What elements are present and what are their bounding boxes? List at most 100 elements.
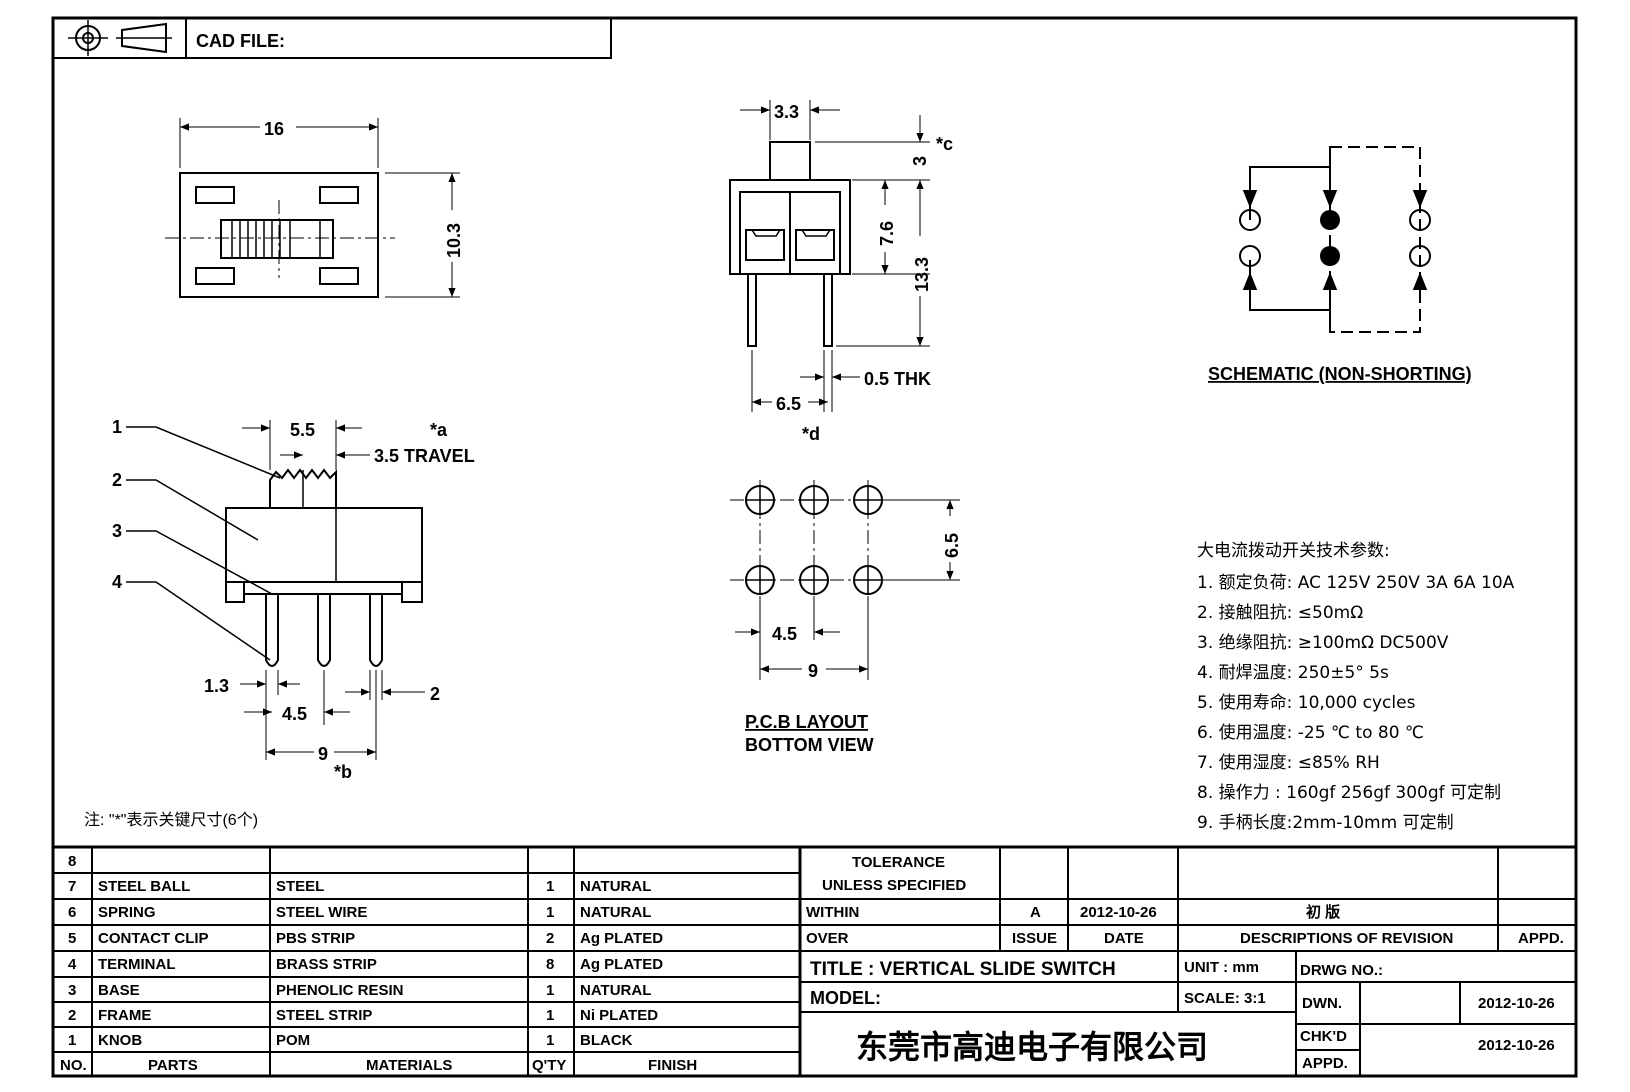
dim-total-height-13-3: 13.3 [912, 257, 932, 292]
bom-finish: Ag PLATED [580, 930, 663, 947]
mark-b: *b [334, 762, 352, 782]
bom-finish: Ni PLATED [580, 1007, 658, 1024]
callout-3: 3 [112, 521, 122, 541]
bom-part: STEEL BALL [98, 878, 190, 895]
bom-qty: 1 [546, 878, 554, 895]
bom-part: FRAME [98, 1007, 151, 1024]
unit-label: UNIT : mm [1184, 959, 1259, 976]
pcb-dim-4-5: 4.5 [772, 624, 797, 644]
date-label: DATE [1104, 930, 1144, 947]
bom-header-qty: Q'TY [532, 1057, 566, 1074]
bom-qty: 2 [546, 930, 554, 947]
bom-finish: BLACK [580, 1032, 633, 1049]
spec-item: 1. 额定负荷: AC 125V 250V 3A 6A 10A [1197, 573, 1515, 593]
dim-pin-width-1-3: 1.3 [204, 676, 229, 696]
dim-travel-3-5: 3.5 TRAVEL [374, 446, 475, 466]
bom-no: 8 [68, 853, 76, 870]
front-view: 1 2 3 4 5.5 *a 3.5 TRAVEL 1.3 4.5 9 [112, 417, 475, 782]
pcb-dim-9: 9 [808, 661, 818, 681]
drawing-title: TITLE : VERTICAL SLIDE SWITCH [810, 959, 1116, 980]
mark-d: *d [802, 424, 820, 444]
drawn-label: DWN. [1302, 995, 1342, 1012]
dim-height-10-3: 10.3 [444, 223, 464, 258]
spec-item: 9. 手柄长度:2mm-10mm 可定制 [1197, 813, 1454, 833]
bom-finish: NATURAL [580, 878, 651, 895]
revision-issue: A [1030, 904, 1041, 921]
bom-header-finish: FINISH [648, 1057, 697, 1074]
spec-item: 6. 使用温度: -25 ℃ to 80 ℃ [1197, 722, 1424, 743]
bom-part: TERMINAL [98, 956, 176, 973]
bom-part: BASE [98, 982, 140, 999]
over-label: OVER [806, 930, 849, 947]
sheet-border [51, 16, 1578, 1078]
title-block [800, 847, 1576, 1076]
bom-no: 4 [68, 956, 77, 973]
bom-finish: NATURAL [580, 982, 651, 999]
mark-c: *c [936, 134, 953, 154]
dim-thk-0-5: 0.5 THK [864, 369, 931, 389]
bom-material: STEEL STRIP [276, 1007, 372, 1024]
schematic-title: SCHEMATIC (NON-SHORTING) [1208, 364, 1472, 384]
spec-item: 4. 耐焊温度: 250±5° 5s [1197, 663, 1389, 683]
bom-header-materials: MATERIALS [366, 1057, 452, 1074]
bom-no: 7 [68, 878, 76, 895]
spec-item: 7. 使用湿度: ≤85% RH [1197, 752, 1380, 773]
spec-title: 大电流拨动开关技术参数: [1197, 541, 1390, 561]
checked-label: CHK'D [1300, 1028, 1347, 1045]
bom-qty: 8 [546, 956, 554, 973]
pcb-title: P.C.B LAYOUT [745, 712, 868, 732]
bom-part: SPRING [98, 904, 156, 921]
revision-date: 2012-10-26 [1080, 904, 1157, 921]
dim-knob-width-5-5: 5.5 [290, 420, 315, 440]
dim-pin-side-2: 2 [430, 684, 440, 704]
unless-specified-label: UNLESS SPECIFIED [822, 877, 966, 894]
bom-material: POM [276, 1032, 310, 1049]
bom-no: 2 [68, 1007, 76, 1024]
bom-part: KNOB [98, 1032, 142, 1049]
bom-qty: 1 [546, 1032, 554, 1049]
callout-1: 1 [112, 417, 122, 437]
issue-label: ISSUE [1012, 930, 1057, 947]
bom-material: BRASS STRIP [276, 956, 377, 973]
key-dimension-note: 注: "*"表示关键尺寸(6个) [84, 811, 258, 829]
pcb-layout: 6.5 4.5 9 P.C.B LAYOUT BOTTOM VIEW [730, 480, 962, 755]
dim-body-height-7-6: 7.6 [877, 221, 897, 246]
bom-no: 1 [68, 1032, 76, 1049]
spec-item: 2. 接触阻抗: ≤50mΩ [1197, 603, 1363, 623]
dim-width-16: 16 [264, 119, 284, 139]
projection-symbol-icon [68, 20, 172, 56]
callout-2: 2 [112, 470, 122, 490]
top-view: 16 10.3 [165, 118, 464, 298]
spec-item: 5. 使用寿命: 10,000 cycles [1197, 692, 1416, 713]
bom-no: 3 [68, 982, 76, 999]
tolerance-label: TOLERANCE [852, 854, 945, 871]
dim-span-9: 9 [318, 744, 328, 764]
bom-no: 5 [68, 930, 76, 947]
drawn-date: 2012-10-26 [1478, 995, 1555, 1012]
drawing-number-label: DRWG NO.: [1300, 962, 1383, 979]
scale-label: SCALE: 3:1 [1184, 990, 1266, 1007]
approved-label-bottom: APPD. [1302, 1055, 1348, 1072]
spec-item: 3. 绝缘阻抗: ≥100mΩ DC500V [1197, 633, 1449, 653]
bom-part: CONTACT CLIP [98, 930, 209, 947]
within-label: WITHIN [806, 904, 859, 921]
dim-pitch-4-5: 4.5 [282, 704, 307, 724]
bom-material: STEEL WIRE [276, 904, 367, 921]
bom-header-parts: PARTS [148, 1057, 198, 1074]
bom-material: STEEL [276, 878, 324, 895]
spec-item: 8. 操作力 : 160gf 256gf 300gf 可定制 [1197, 783, 1501, 803]
revision-description-label: DESCRIPTIONS OF REVISION [1240, 930, 1453, 947]
approved-label: APPD. [1518, 930, 1564, 947]
checked-date: 2012-10-26 [1478, 1037, 1555, 1054]
bom-material: PBS STRIP [276, 930, 355, 947]
schematic: SCHEMATIC (NON-SHORTING) [1208, 146, 1472, 384]
bom-finish: NATURAL [580, 904, 651, 921]
bom-finish: Ag PLATED [580, 956, 663, 973]
bom-table [53, 845, 1576, 1076]
pcb-dim-6-5: 6.5 [942, 533, 962, 558]
company-name: 东莞市高迪电子有限公司 [856, 1029, 1208, 1065]
bom-no: 6 [68, 904, 76, 921]
spec-list: 大电流拨动开关技术参数: 1. 额定负荷: AC 125V 250V 3A 6A… [1197, 541, 1515, 833]
callout-4: 4 [112, 572, 122, 592]
